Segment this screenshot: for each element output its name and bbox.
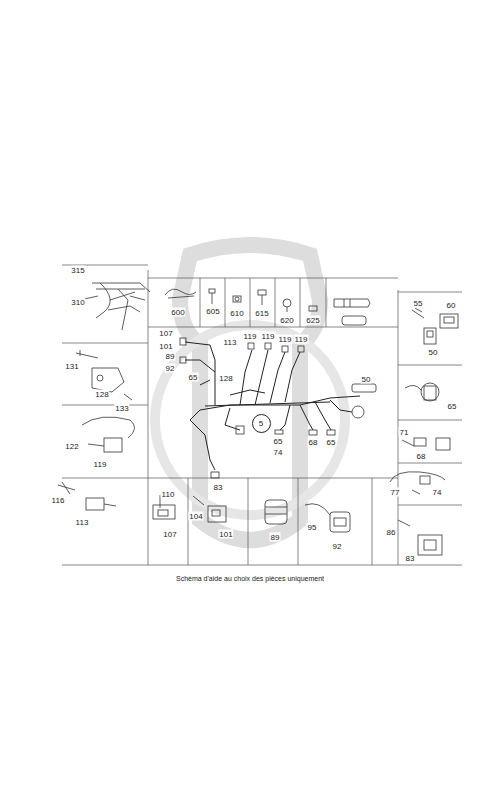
callout-number: 92: [165, 364, 176, 373]
callout-number: 107: [158, 329, 173, 338]
callout-number: 104: [188, 512, 203, 521]
callout-number: 113: [75, 518, 90, 527]
callout-number: 50: [361, 375, 372, 384]
callout-number: 119: [93, 460, 108, 469]
callout-number: 119: [243, 332, 258, 341]
callout-number: 86: [386, 528, 397, 537]
callout-number: 89: [270, 533, 281, 542]
callout-number: 101: [158, 342, 173, 351]
callout-circle: 5: [252, 414, 271, 433]
callout-number: 77: [390, 488, 401, 497]
callout-number: 310: [70, 298, 85, 307]
callout-number: 60: [446, 301, 457, 310]
callout-number: 133: [114, 404, 129, 413]
callout-number: 65: [447, 402, 458, 411]
callout-number: 119: [261, 332, 276, 341]
callout-number: 65: [273, 437, 284, 446]
callout-number: 122: [64, 442, 79, 451]
callout-number: 610: [229, 309, 244, 318]
callout-number: 131: [64, 362, 79, 371]
callout-number: 95: [307, 523, 318, 532]
callout-number: 68: [308, 438, 319, 447]
callout-number: 5: [259, 419, 263, 428]
callout-number: 615: [254, 309, 269, 318]
callout-number: 83: [213, 483, 224, 492]
callout-number: 113: [223, 338, 238, 347]
callout-number: 74: [432, 488, 443, 497]
callout-number: 625: [305, 316, 320, 325]
callout-number: 128: [94, 390, 109, 399]
callout-number: 128: [218, 374, 233, 383]
callout-number: 92: [332, 542, 343, 551]
callout-number: 119: [278, 335, 293, 344]
callout-number: 620: [279, 316, 294, 325]
callout-number: 315: [70, 266, 85, 275]
callout-number: 55: [413, 299, 424, 308]
callout-number: 101: [218, 530, 233, 539]
callout-number: 83: [405, 554, 416, 563]
callout-number: 605: [205, 307, 220, 316]
callout-number: 65: [326, 438, 337, 447]
callout-number: 107: [162, 530, 177, 539]
callout-number: 89: [165, 352, 176, 361]
callout-number: 50: [428, 348, 439, 357]
callout-number: 110: [161, 490, 176, 499]
caption: Schéma d'aide au choix des pièces unique…: [176, 575, 324, 582]
callout-number: 68: [416, 452, 427, 461]
callout-number: 74: [273, 448, 284, 457]
callout-number: 119: [294, 335, 309, 344]
callout-number: 65: [188, 373, 199, 382]
callout-number: 71: [399, 428, 410, 437]
callout-number: 600: [170, 308, 185, 317]
callout-number: 116: [51, 496, 66, 505]
